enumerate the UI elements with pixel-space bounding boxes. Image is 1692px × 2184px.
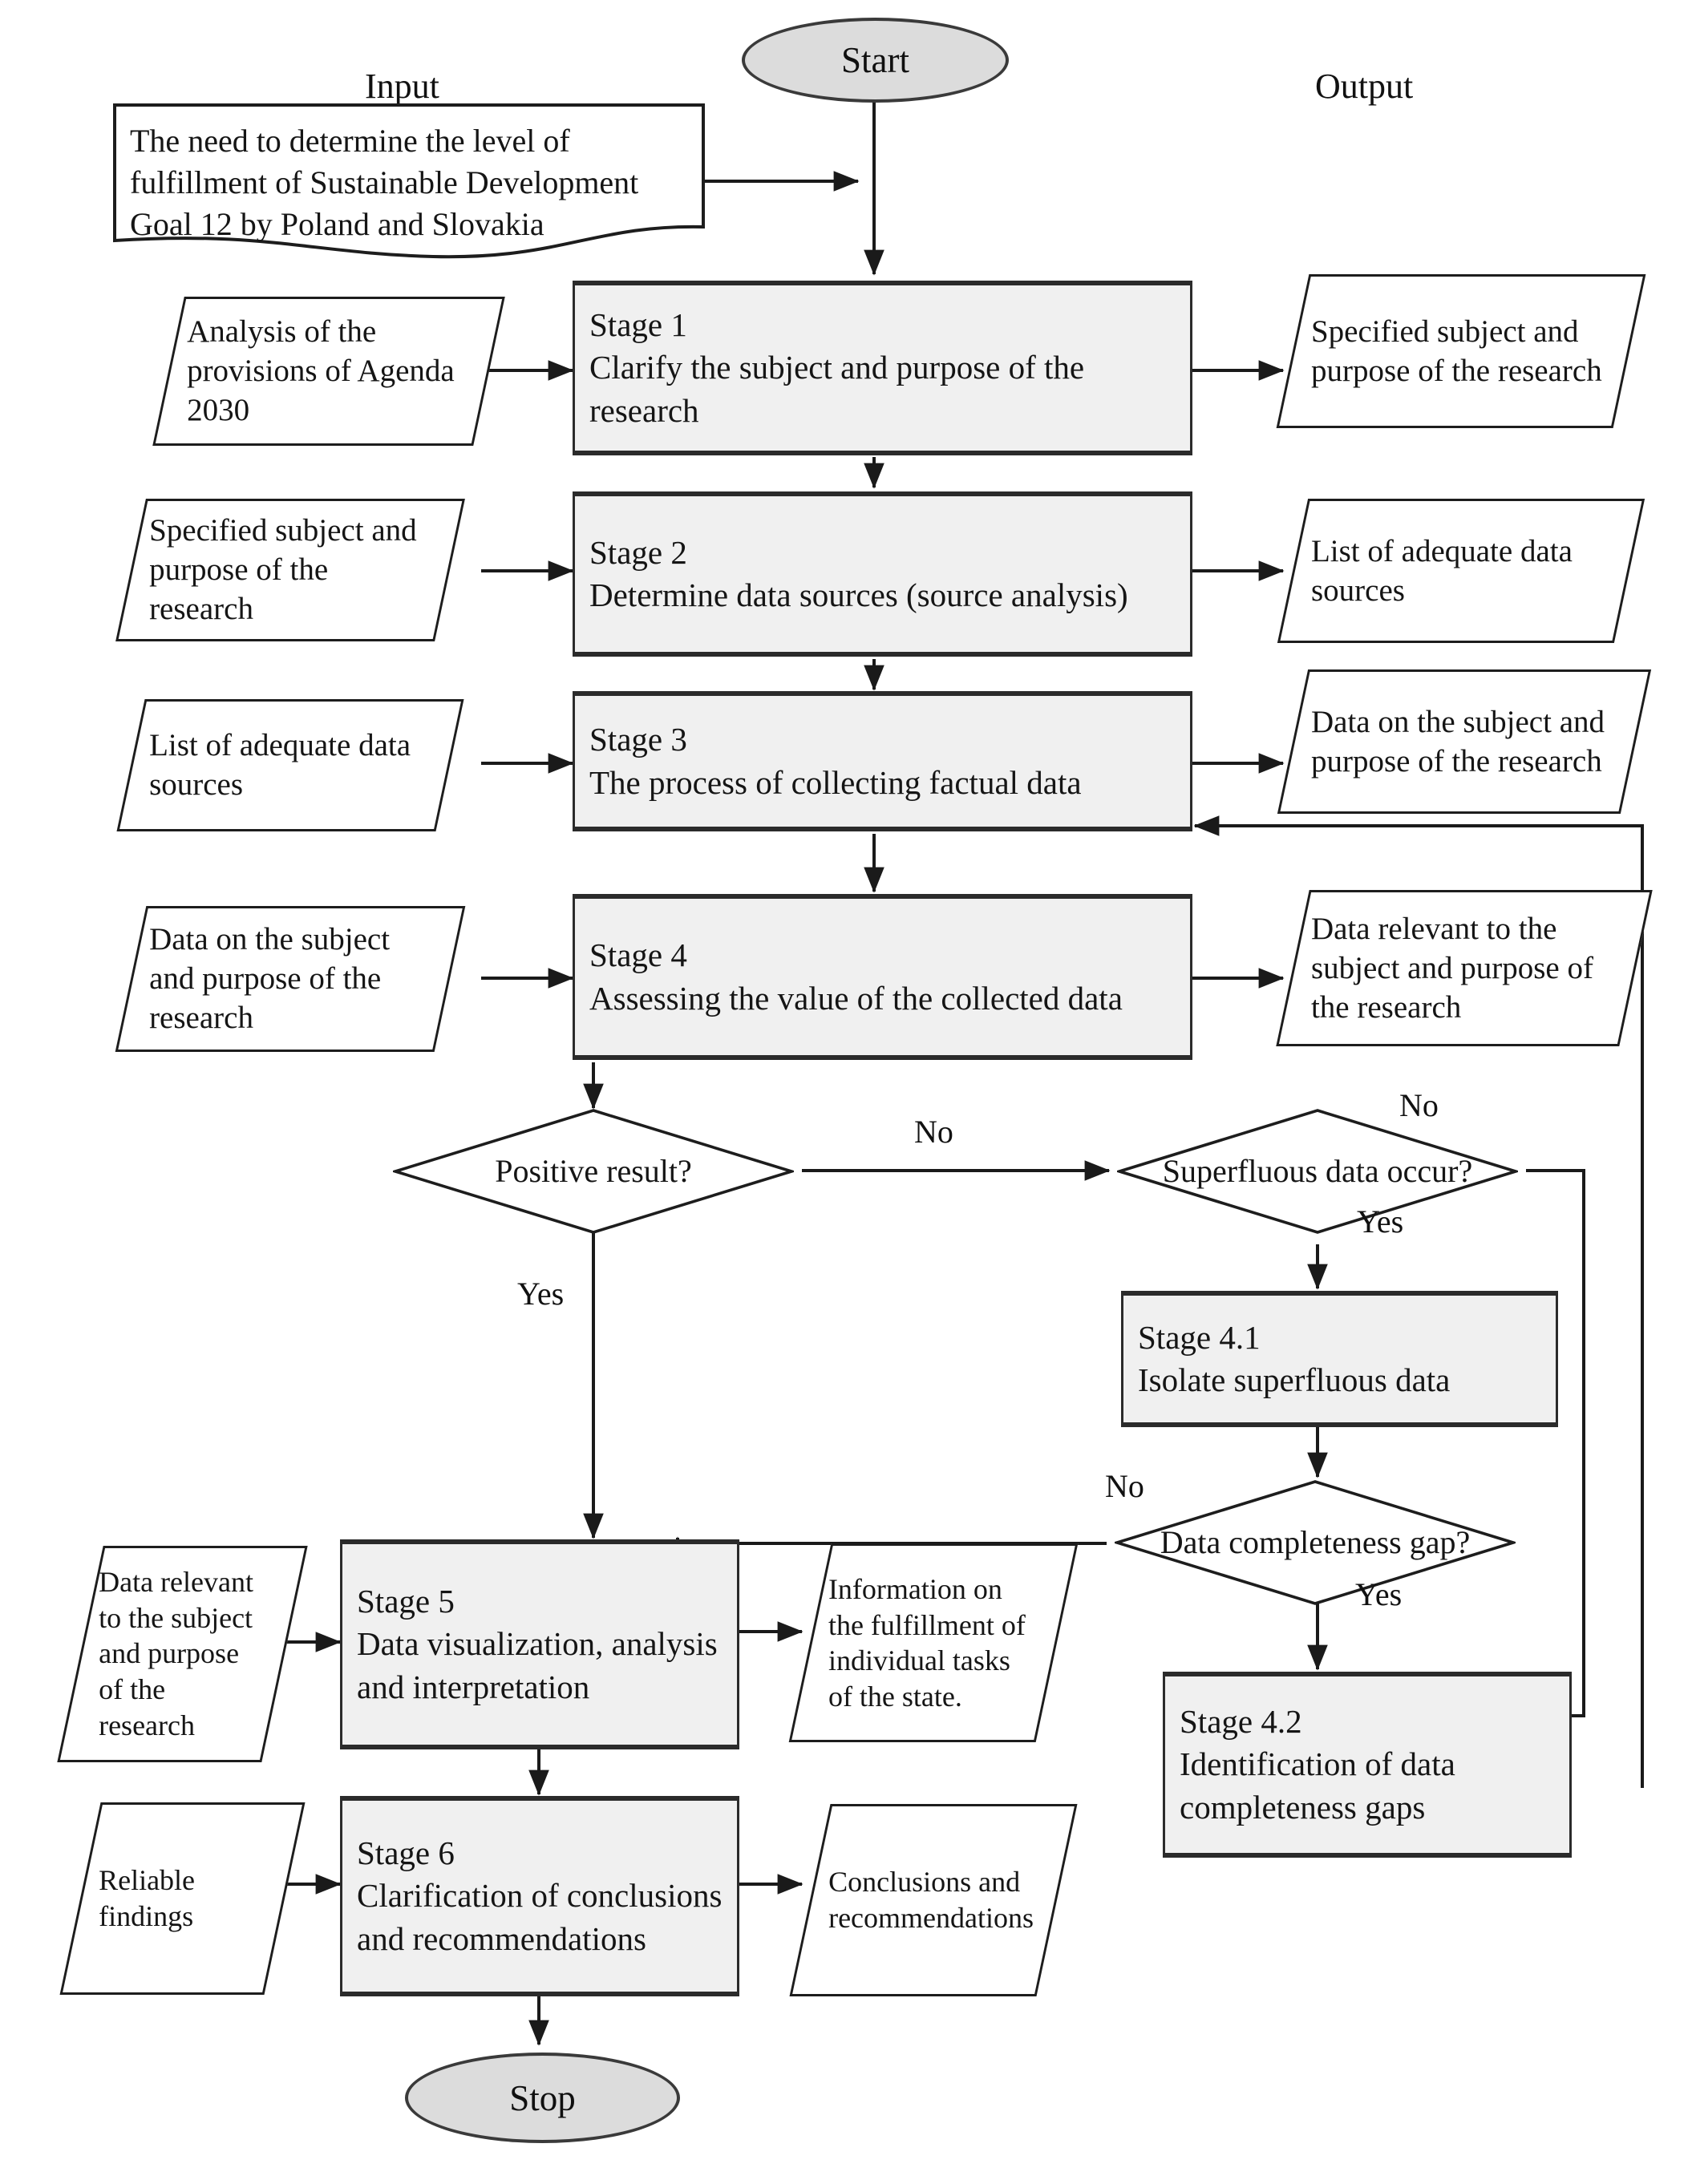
stage3-title: The process of collecting factual data	[589, 763, 1082, 801]
data-input-list-of-sources-text: List of adequate data sources	[149, 728, 411, 803]
edge-label-superfluous-no: No	[1399, 1087, 1439, 1123]
terminator-start[interactable]: Start	[742, 18, 1009, 103]
stage5-number: Stage 5	[357, 1583, 455, 1620]
data-output-conclusions[interactable]: Conclusions and recommendations	[789, 1804, 1078, 1996]
process-stage2[interactable]: Stage 2 Determine data sources (source an…	[573, 491, 1192, 657]
data-input-agenda-2030[interactable]: Analysis of the provisions of Agenda 203…	[152, 297, 505, 446]
stage41-number: Stage 4.1	[1138, 1318, 1261, 1356]
edge-label-completeness-yes: Yes	[1355, 1576, 1403, 1612]
stage4-number: Stage 4	[589, 936, 687, 974]
stage2-number: Stage 2	[589, 533, 687, 571]
stage4-title: Assessing the value of the collected dat…	[589, 979, 1123, 1017]
data-input-specified-subject[interactable]: Specified subject and purpose of the res…	[115, 499, 465, 641]
edge-label-positive-result-no: No	[914, 1114, 953, 1150]
data-output-information-fulfillment[interactable]: Information on the fulfillment of indivi…	[788, 1543, 1079, 1742]
input-column-header: Input	[365, 67, 439, 106]
decision-superfluous-data-label: Superfluous data occur?	[1162, 1152, 1473, 1189]
edge-label-completeness-no: No	[1105, 1468, 1144, 1504]
data-input-agenda-2030-text: Analysis of the provisions of Agenda 203…	[187, 314, 455, 428]
data-input-data-relevant[interactable]: Data relevant to the subject and purpose…	[57, 1546, 308, 1762]
stage6-number: Stage 6	[357, 1834, 455, 1872]
data-output-data-on-subject[interactable]: Data on the subject and purpose of the r…	[1277, 669, 1652, 814]
decision-completeness-gap[interactable]: Data completeness gap?	[1115, 1479, 1516, 1606]
data-input-data-on-subject[interactable]: Data on the subject and purpose of the r…	[115, 906, 466, 1052]
process-stage5[interactable]: Stage 5 Data visualization, analysis and …	[340, 1539, 739, 1749]
data-output-conclusions-text: Conclusions and recommendations	[828, 1866, 1034, 1934]
data-input-data-relevant-text: Data relevant to the subject and purpose…	[99, 1566, 253, 1741]
data-output-list-of-sources-text: List of adequate data sources	[1311, 533, 1573, 608]
edge-label-positive-result-yes: Yes	[517, 1276, 565, 1312]
edge-superfluous-no-to-stage42	[1490, 1169, 1585, 1726]
data-input-list-of-sources[interactable]: List of adequate data sources	[116, 699, 464, 831]
decision-superfluous-data[interactable]: Superfluous data occur?	[1117, 1108, 1518, 1235]
edge-completeness-no-to-stage5	[667, 1536, 1107, 1563]
decision-positive-result[interactable]: Positive result?	[393, 1108, 794, 1235]
terminator-stop[interactable]: Stop	[405, 2053, 680, 2143]
decision-completeness-gap-label: Data completeness gap?	[1160, 1523, 1471, 1560]
stage3-number: Stage 3	[589, 721, 687, 758]
stage42-number: Stage 4.2	[1180, 1703, 1302, 1741]
data-output-information-fulfillment-text: Information on the fulfillment of indivi…	[828, 1572, 1026, 1713]
document-node-need[interactable]: The need to determine the level of fulfi…	[112, 103, 706, 259]
data-output-list-of-sources[interactable]: List of adequate data sources	[1277, 499, 1645, 643]
data-output-data-relevant[interactable]: Data relevant to the subject and purpose…	[1276, 890, 1653, 1046]
stage42-title: Identification of data completeness gaps	[1180, 1745, 1455, 1826]
stage2-title: Determine data sources (source analysis)	[589, 576, 1128, 613]
process-stage6[interactable]: Stage 6 Clarification of conclusions and …	[340, 1796, 739, 1996]
process-stage3[interactable]: Stage 3 The process of collecting factual…	[573, 691, 1192, 831]
stage41-title: Isolate superfluous data	[1138, 1361, 1451, 1398]
edge-label-superfluous-yes: Yes	[1357, 1203, 1404, 1240]
stage1-title: Clarify the subject and purpose of the r…	[589, 349, 1085, 429]
stage1-number: Stage 1	[589, 306, 687, 344]
data-output-specified-subject-text: Specified subject and purpose of the res…	[1311, 313, 1602, 388]
document-node-text: The need to determine the level of fulfi…	[130, 123, 639, 242]
stage6-title: Clarification of conclusions and recomme…	[357, 1877, 723, 1957]
stage5-title: Data visualization, analysis and interpr…	[357, 1625, 718, 1705]
data-output-specified-subject[interactable]: Specified subject and purpose of the res…	[1276, 274, 1646, 428]
data-input-specified-subject-text: Specified subject and purpose of the res…	[149, 513, 417, 627]
process-stage1[interactable]: Stage 1 Clarify the subject and purpose o…	[573, 281, 1192, 455]
data-output-data-on-subject-text: Data on the subject and purpose of the r…	[1311, 704, 1605, 779]
data-input-data-on-subject-text: Data on the subject and purpose of the r…	[149, 922, 390, 1036]
process-stage4[interactable]: Stage 4 Assessing the value of the collec…	[573, 894, 1192, 1060]
data-output-data-relevant-text: Data relevant to the subject and purpose…	[1311, 911, 1593, 1025]
data-input-reliable-findings[interactable]: Reliable findings	[59, 1802, 306, 1995]
output-column-header: Output	[1315, 67, 1414, 106]
data-input-reliable-findings-text: Reliable findings	[99, 1864, 195, 1932]
decision-positive-result-label: Positive result?	[495, 1152, 692, 1189]
